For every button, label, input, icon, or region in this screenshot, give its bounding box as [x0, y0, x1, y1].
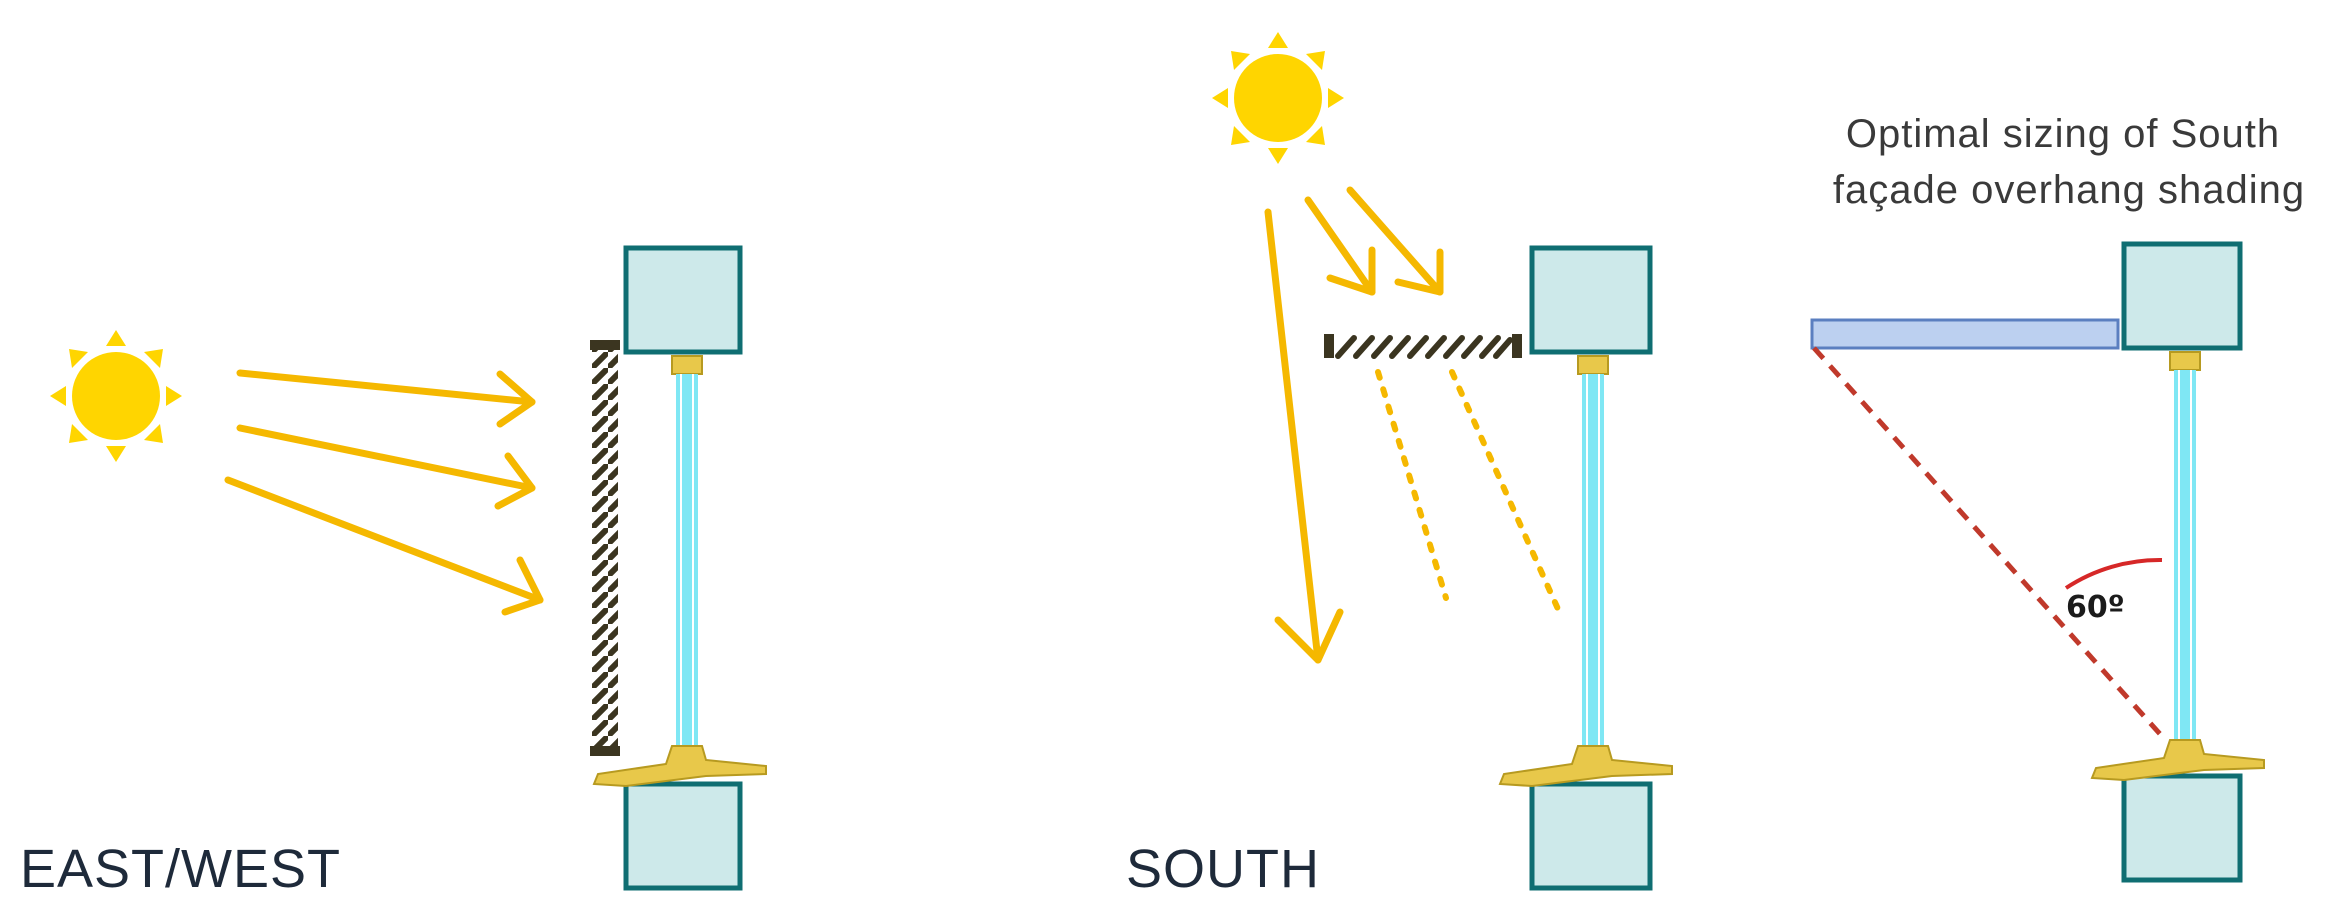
window-section [1498, 245, 1673, 891]
wall-lower [2121, 773, 2243, 883]
window-sill [1498, 745, 1673, 788]
optimal-caption-line-2: façade overhang shading [1832, 168, 2306, 212]
angle-arc [2064, 557, 2163, 590]
sun-ray-arrow [1264, 208, 1344, 664]
sun-rays-east-west [224, 369, 544, 616]
wall-lower [623, 781, 743, 891]
sun-ray-arrow [1304, 196, 1376, 296]
sun-icon [1212, 32, 1344, 164]
wall-upper [2121, 241, 2243, 351]
wall-lower [1529, 781, 1653, 891]
wall-upper [1529, 245, 1653, 355]
blocked-ray-dotted-line [1449, 369, 1565, 621]
east-west-panel [50, 245, 767, 891]
vertical-louvre-screen [590, 340, 620, 756]
horizontal-louvre-overhang [1324, 334, 1522, 359]
window-sill [592, 745, 767, 788]
window-head-frame [1577, 355, 1609, 375]
sun-ray-arrow [236, 369, 536, 428]
sun-ray-arrow [1346, 186, 1444, 296]
angle-label: 60º [2066, 590, 2125, 625]
optimal-caption-line-1: Optimal sizing of South [1845, 112, 2281, 156]
sun-angle-dashed-line [1812, 346, 2162, 736]
optimal-sizing-panel [1810, 241, 2265, 883]
sun-ray-arrow [224, 476, 544, 616]
sun-rays-south [1264, 186, 1444, 664]
window-glass [2174, 370, 2196, 740]
south-label: SOUTH [1126, 839, 1320, 899]
window-sill [2090, 739, 2265, 782]
solid-overhang [1810, 318, 2120, 350]
sun-ray-arrow [236, 424, 536, 510]
window-head-frame [671, 355, 703, 375]
wall-upper [623, 245, 743, 355]
window-head-frame [2169, 351, 2201, 371]
window-section [2090, 241, 2265, 883]
window-section [592, 245, 767, 891]
east-west-label: EAST/WEST [20, 839, 342, 899]
sun-icon [50, 330, 182, 462]
blocked-ray-dotted-lines [1375, 369, 1565, 621]
blocked-ray-dotted-line [1375, 369, 1449, 601]
window-glass [676, 374, 698, 746]
south-panel [1212, 32, 1673, 891]
window-glass [1582, 374, 1604, 746]
